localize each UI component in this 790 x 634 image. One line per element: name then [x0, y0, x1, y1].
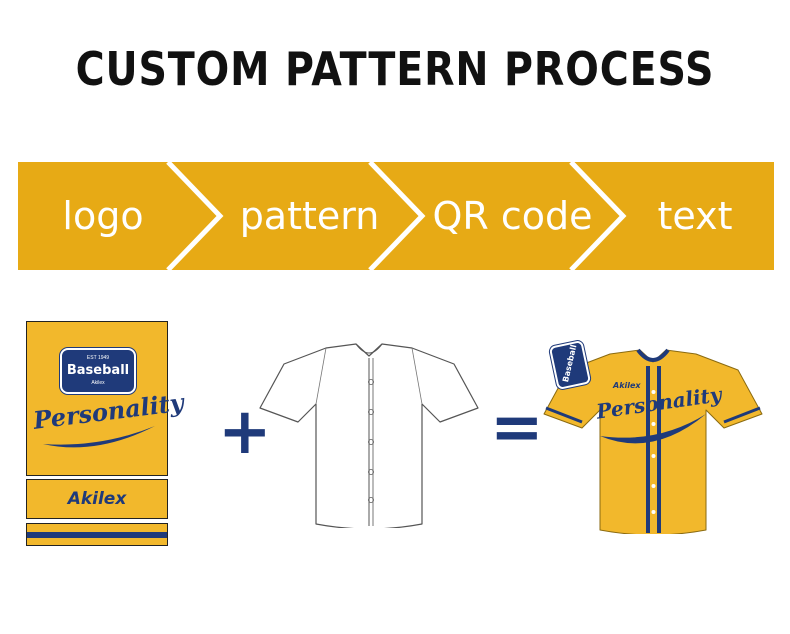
badge-footer: Akilex — [91, 380, 105, 386]
step-text: text — [657, 194, 733, 238]
page-title: CUSTOM PATTERN PROCESS — [75, 42, 715, 96]
brand-logo-text: Akilex — [67, 489, 127, 509]
badge-text: Baseball — [66, 363, 130, 378]
process-steps-banner — [18, 162, 774, 270]
equals-sign: = — [490, 391, 544, 465]
stripe-band — [27, 532, 167, 538]
swoosh-icon — [43, 426, 155, 448]
finished-jersey-icon — [543, 348, 763, 534]
jersey-brand-text: Akilex — [613, 381, 641, 390]
badge-subtext: EST 1949 — [86, 355, 110, 361]
plus-sign: + — [218, 395, 272, 469]
chevron-divider-2 — [368, 162, 426, 270]
chevron-divider-3 — [569, 162, 627, 270]
step-logo: logo — [62, 194, 144, 238]
step-pattern: pattern — [239, 194, 380, 238]
step-qr-code: QR code — [432, 194, 593, 238]
jersey-badge-text: Baseball — [561, 343, 579, 384]
baseball-badge: EST 1949 Baseball Akilex — [60, 348, 136, 394]
logo-panel: EST 1949 Baseball Akilex Personality — [26, 321, 185, 476]
banner-background — [18, 162, 774, 270]
chevron-divider-1 — [166, 162, 224, 270]
stripe-panel — [26, 523, 168, 546]
brand-panel: Akilex — [26, 479, 168, 519]
blank-jersey-icon — [259, 343, 479, 528]
